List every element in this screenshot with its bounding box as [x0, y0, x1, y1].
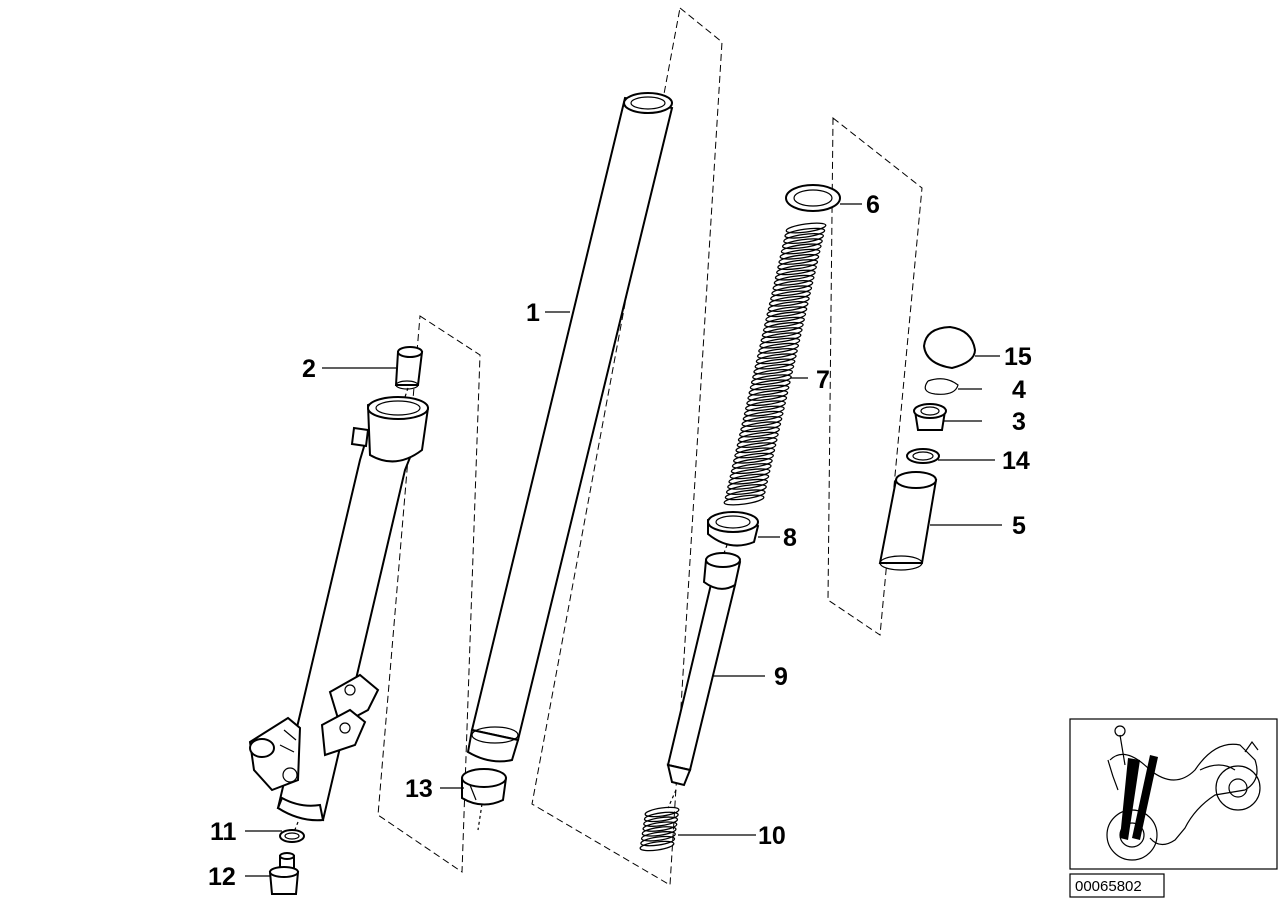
part-cap: [922, 325, 977, 370]
part-damper-rod: [666, 552, 742, 787]
part-sleeve: [878, 471, 938, 571]
part-clip-ring: [461, 768, 508, 806]
assembly-frame-spring: [827, 116, 923, 636]
callout-12: 12: [208, 863, 236, 891]
callout-9: 9: [774, 663, 788, 691]
part-spacer-ring: [707, 511, 760, 547]
part-plug: [913, 403, 947, 431]
part-o-ring: [906, 448, 940, 464]
part-fork-tube: [466, 92, 674, 763]
callout-14: 14: [1002, 447, 1030, 475]
callout-10: 10: [758, 822, 786, 850]
assembly-frame-slider: [377, 315, 481, 873]
part-fork-slider: [248, 396, 430, 822]
callout-13: 13: [405, 775, 433, 803]
callout-15: 15: [1004, 343, 1032, 371]
part-o-ring-small: [279, 829, 305, 843]
image-number: 00065802: [1075, 878, 1142, 895]
part-small-spring: [639, 806, 680, 852]
callout-7: 7: [816, 366, 830, 394]
motorcycle-thumbnail-icon: 00065802: [1069, 718, 1278, 898]
part-bolt: [268, 852, 300, 895]
part-bushing: [394, 346, 424, 390]
callout-3: 3: [1012, 408, 1026, 436]
part-washer-top: [785, 184, 841, 212]
callout-11: 11: [210, 818, 237, 846]
callout-6: 6: [866, 191, 880, 219]
callout-8: 8: [783, 524, 797, 552]
part-main-spring: [723, 222, 827, 506]
callout-1: 1: [526, 299, 540, 327]
part-circlip: [924, 378, 959, 395]
callout-5: 5: [1012, 512, 1026, 540]
assembly-frame-tube: [531, 7, 723, 886]
callout-2: 2: [302, 355, 316, 383]
callout-4: 4: [1012, 376, 1026, 404]
